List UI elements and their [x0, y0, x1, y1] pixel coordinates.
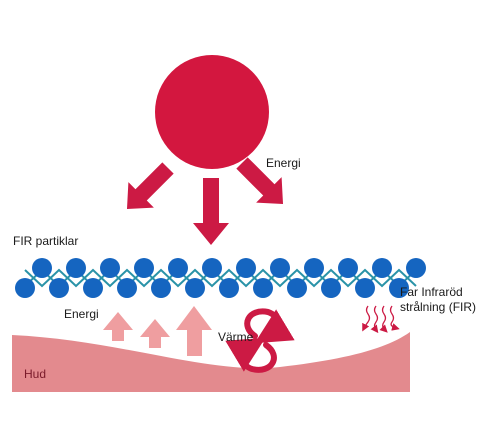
skin-layer [12, 332, 410, 392]
fir-particle [66, 258, 86, 278]
skin-arrow-3 [176, 306, 212, 356]
skin-energy-arrows [103, 306, 212, 356]
fir-particles-label: FIR partiklar [13, 234, 79, 248]
fir-particle [151, 278, 171, 298]
fir-particle [83, 278, 103, 298]
heat-label: Värme [218, 330, 254, 344]
energy-arrow-right [236, 157, 284, 205]
fir-particle [202, 258, 222, 278]
fir-particle [134, 258, 154, 278]
fir-particle [100, 258, 120, 278]
fir-particle [236, 258, 256, 278]
energy-arrow-down [193, 178, 229, 245]
fir-particle [389, 278, 409, 298]
fir-particle [253, 278, 273, 298]
fir-particle [32, 258, 52, 278]
radiation-arrows [362, 305, 400, 334]
fir-particle [372, 258, 392, 278]
fir-particle [321, 278, 341, 298]
fir-particle [168, 258, 188, 278]
fir-particle [338, 258, 358, 278]
energi-sun-label: Energi [266, 156, 301, 170]
fir-particle-layer [15, 258, 426, 298]
fir-particle [117, 278, 137, 298]
fir-particle [15, 278, 35, 298]
fir-particle [49, 278, 69, 298]
fir-radiation-label-line2: strålning (FIR) [400, 300, 477, 314]
energy-arrows [126, 157, 284, 245]
fir-particle [287, 278, 307, 298]
energi-skin-label: Energi [64, 307, 99, 321]
particle-wave [24, 268, 417, 288]
skin-arrow-1 [103, 312, 133, 341]
fir-radiation-label-line1: Far Infraröd [400, 285, 463, 299]
fir-particle [185, 278, 205, 298]
fir-particle [270, 258, 290, 278]
skin-label: Hud [24, 367, 47, 381]
sun-circle [155, 55, 269, 169]
fir-particle [304, 258, 324, 278]
fir-particle [219, 278, 239, 298]
fir-particle [355, 278, 375, 298]
heat-cycle-icon [225, 308, 295, 373]
fir-particle [406, 258, 426, 278]
skin-arrow-2 [140, 319, 170, 348]
energy-arrow-left [126, 162, 174, 210]
